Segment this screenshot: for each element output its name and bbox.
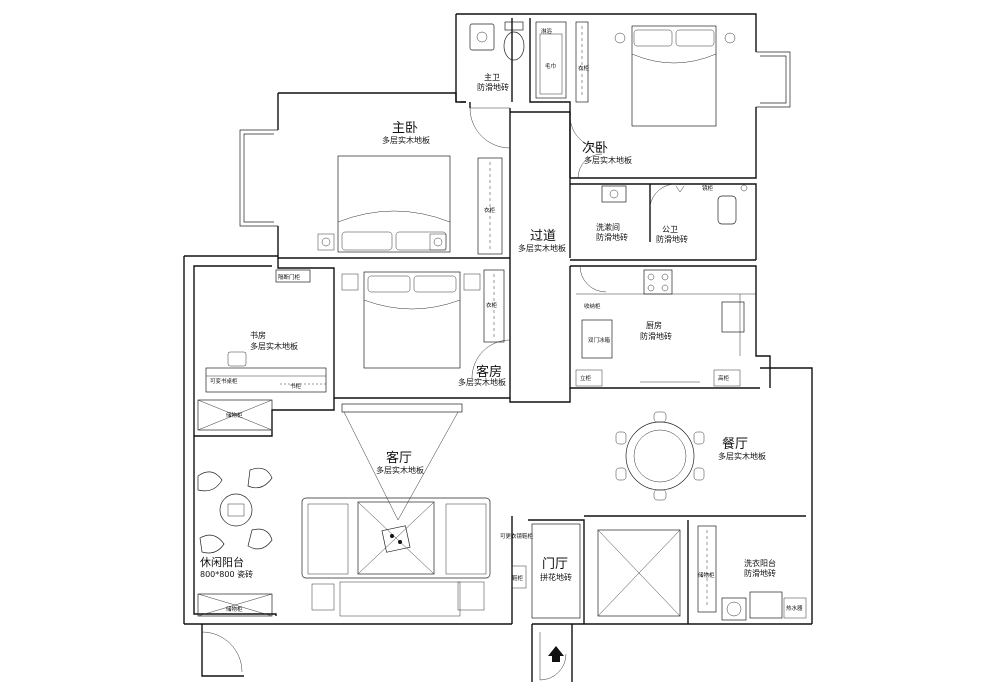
storage-study-label: 储物柜 — [226, 411, 243, 419]
master-bath-floor: 防滑地砖 — [477, 82, 509, 92]
room-labels: 主卧 多层实木地板 主卫 防滑地砖 次卧 多层实木地板 过道 多层实木地板 洗漱… — [200, 72, 776, 582]
sink-icon — [721, 301, 745, 333]
bed-icon — [341, 271, 481, 369]
corridor-floor: 多层实木地板 — [518, 243, 566, 253]
washroom-fixtures — [601, 184, 748, 225]
washroom-floor: 防滑地砖 — [596, 232, 628, 242]
foyer-name: 门厅 — [542, 557, 568, 572]
washroom-name: 洗漱间 — [596, 222, 620, 232]
mirror-cabinet-label: 镜柜 — [702, 184, 714, 192]
water-heater-label: 热水器 — [786, 604, 803, 612]
kitchen-floor: 防滑地砖 — [640, 331, 672, 341]
shoe-cabinet-label: 鞋柜 — [512, 574, 524, 582]
laundry-balcony-floor: 防滑地砖 — [744, 568, 776, 578]
high-cabinet-label: 高柜 — [718, 374, 730, 382]
master-bath-fixtures — [469, 21, 567, 99]
study-cabinet-label: 可变书桌柜 — [210, 377, 238, 385]
entry-cabinet-label: 隔断门柜 — [278, 273, 301, 281]
master-bedroom-floor: 多层实木地板 — [382, 135, 430, 145]
laundry-balcony-name: 洗衣阳台 — [744, 558, 776, 568]
fridge-label: 双门冰箱 — [588, 336, 611, 344]
second-bedroom-name: 次卧 — [582, 140, 608, 156]
wall-cabinet-label: 收纳柜 — [584, 302, 601, 310]
tv-console — [341, 403, 463, 413]
living-room-name: 客厅 — [386, 450, 412, 466]
public-bath-floor: 防滑地砖 — [656, 234, 688, 244]
sofa-icon — [301, 497, 491, 617]
bed-icon — [614, 25, 736, 127]
mirror-shoe-label: 可更衣镜鞋柜 — [500, 532, 534, 540]
storage-balcony-label: 储物柜 — [226, 605, 243, 613]
leisure-balcony-name: 休闲阳台 — [200, 555, 244, 569]
wardrobe-guest-label: 衣柜 — [486, 301, 498, 309]
public-bath-name: 公卫 — [662, 225, 678, 234]
foyer-floor: 拼花地砖 — [540, 572, 572, 582]
door-swing-icon — [201, 107, 677, 681]
wardrobe-master — [477, 157, 503, 255]
study-name: 书房 — [250, 330, 266, 340]
master-bedroom-name: 主卧 — [392, 121, 418, 136]
corridor-name: 过道 — [530, 229, 556, 244]
second-bedroom-floor: 多层实木地板 — [584, 155, 632, 165]
wardrobe-second-label: 衣柜 — [578, 64, 590, 72]
master-bath-name: 主卫 — [484, 72, 500, 82]
shower-icon — [535, 21, 567, 99]
guest-room-floor: 多层实木地板 — [458, 377, 506, 387]
fridge-icon — [581, 319, 613, 359]
kitchen-fixtures — [575, 269, 756, 387]
storage-laundry-label: 储物柜 — [698, 571, 715, 579]
shower-label: 淋浴 — [541, 27, 553, 35]
entry-arrow-icon — [548, 646, 564, 662]
towel-label: 毛巾 — [545, 62, 556, 70]
bed-icon — [317, 155, 451, 253]
toilet-icon — [717, 195, 737, 225]
walls — [183, 13, 813, 682]
stand-cabinet-label: 立柜 — [580, 374, 592, 382]
tea-table-icon — [197, 467, 273, 617]
living-room-floor: 多层实木地板 — [376, 465, 424, 475]
washing-machine-icon — [721, 597, 747, 621]
study-floor: 多层实木地板 — [250, 341, 298, 351]
dining-table-icon — [615, 411, 705, 501]
guest-room-name: 客房 — [476, 364, 502, 380]
study-fixtures — [197, 269, 327, 431]
foyer-fixtures — [511, 523, 807, 621]
wardrobe-guest — [483, 269, 505, 343]
fixture-labels: 淋浴 毛巾 衣柜 衣柜 衣柜 镜柜 隔断门柜 收纳柜 双门冰箱 立柜 高柜 可变… — [210, 27, 803, 613]
leisure-balcony-floor: 800*800 瓷砖 — [200, 569, 253, 579]
kitchen-name: 厨房 — [646, 320, 662, 330]
toilet-icon — [503, 31, 525, 61]
shelf-label: 书柜 — [290, 382, 302, 390]
bay-windows — [239, 51, 791, 227]
wardrobe-second — [575, 21, 589, 103]
tea-table-icon — [357, 501, 435, 575]
dining-room-floor: 多层实木地板 — [718, 451, 766, 461]
wardrobe-master-label: 衣柜 — [484, 206, 496, 214]
dining-room-name: 餐厅 — [722, 436, 748, 452]
